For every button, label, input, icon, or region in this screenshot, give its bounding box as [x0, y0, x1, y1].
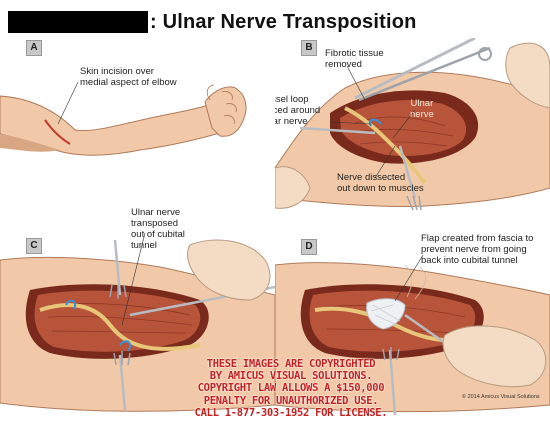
label-transposed-line-3: out of cubital — [131, 229, 185, 240]
label-transposed-line-1: Ulnar nerve — [131, 207, 181, 218]
label-ulnar-line-1: Ulnar — [410, 98, 434, 109]
hand-shape — [204, 86, 247, 137]
copyright-line-5: CALL 1-877-303-1952 FOR LICENSE. — [194, 406, 388, 419]
retractor-shaft — [398, 145, 417, 199]
copyright-line-3: COPYRIGHT LAW ALLOWS A $150,000 — [197, 382, 385, 395]
muscle-tissue — [34, 290, 201, 352]
copyright-line-4: PENALTY FOR UNAUTHORIZED USE. — [203, 394, 379, 407]
scissors-ring — [478, 47, 492, 61]
leader-line — [121, 232, 146, 326]
label-incision-line-1: Skin incision over — [80, 66, 154, 77]
label-flap: Flap created from fascia to prevent nerv… — [421, 233, 533, 266]
label-dissected: Nerve dissected out down to muscles — [337, 172, 424, 194]
label-flap-line-1: Flap created from fascia to — [421, 233, 534, 244]
retractor-prongs — [406, 195, 422, 211]
arm-shadow — [0, 134, 60, 152]
panel-c: C Ulnar nerve transposed out of cubital … — [0, 205, 275, 420]
label-fibrotic-line-1: Fibrotic tissue — [325, 48, 384, 59]
artist-signature: © 2014 Amicus Visual Solutions — [462, 394, 540, 400]
label-vessel-line-3: ulnar nerve — [275, 116, 308, 127]
redaction-block — [8, 11, 148, 33]
label-incision-line-2: medial aspect of elbow — [80, 77, 177, 88]
copyright-line-1: THESE IMAGES ARE COPYRIGHTED — [206, 358, 376, 370]
label-transposed-line-4: tunnel — [131, 240, 157, 251]
panel-a: A Skin incision over medial aspect of el… — [0, 38, 275, 203]
gloved-hand — [187, 239, 271, 301]
incision-line — [44, 119, 71, 145]
label-transposed: Ulnar nerve transposed out of cubital tu… — [131, 207, 185, 251]
label-fibrotic: Fibrotic tissue removed — [325, 48, 384, 70]
panel-d-illustration — [275, 254, 550, 416]
copyright-notice: THESE IMAGES ARE COPYRIGHTED BY AMICUS V… — [178, 358, 404, 419]
leader-line — [57, 81, 79, 125]
scissors-blade-1 — [354, 38, 476, 100]
leader-line — [394, 254, 424, 302]
panel-b: B Fibrotic tissue removed Vessel loop pl… — [275, 38, 550, 220]
suture — [404, 264, 413, 298]
retractor-bottom — [388, 349, 397, 416]
page-title: : Ulnar Nerve Transposition — [150, 10, 417, 33]
label-vessel-line-2: placed around — [275, 105, 321, 116]
panel-a-illustration — [0, 81, 247, 156]
ulnar-nerve — [344, 106, 427, 185]
label-flap-line-2: prevent nerve from going — [421, 244, 527, 255]
forceps — [299, 126, 376, 135]
muscle-tissue — [340, 100, 467, 156]
retractor-bottom — [118, 354, 127, 411]
arrow-2 — [119, 340, 132, 352]
scissors-blade-2 — [358, 46, 491, 102]
fascia-flap — [366, 298, 406, 330]
title-bar: : Ulnar Nerve Transposition — [8, 9, 417, 35]
gloved-hand — [505, 42, 550, 109]
panel-letter-b: B — [301, 40, 317, 56]
panel-letter-a: A — [26, 40, 42, 56]
label-transposed-line-2: transposed — [131, 218, 179, 229]
label-incision: Skin incision over medial aspect of elbo… — [80, 66, 177, 88]
label-vessel: Vessel loop placed around ulnar nerve — [275, 94, 320, 127]
retractor-top — [113, 239, 122, 296]
label-ulnar-line-2: nerve — [410, 109, 434, 120]
gloved-hand-left — [275, 166, 311, 209]
panel-b-illustration — [275, 38, 550, 211]
vessel-loop — [369, 118, 382, 127]
panel-d: D Flap created from fascia to prevent ne… — [275, 225, 550, 420]
label-flap-line-3: back into cubital tunnel — [421, 255, 518, 266]
panel-letter-d: D — [301, 239, 317, 255]
panel-c-illustration — [0, 232, 275, 412]
label-dissected-line-1: Nerve dissected — [337, 172, 406, 183]
gloved-hand — [442, 325, 547, 388]
label-dissected-line-2: out down to muscles — [337, 183, 424, 194]
copyright-line-2: BY AMICUS VISUAL SOLUTIONS. — [209, 370, 373, 383]
label-fibrotic-line-2: removed — [325, 59, 362, 70]
panel-letter-c: C — [26, 238, 42, 254]
label-ulnar-nerve: Ulnar nerve — [410, 98, 434, 120]
arrow-1 — [65, 299, 76, 310]
label-vessel-line-1: Vessel loop — [275, 94, 309, 105]
